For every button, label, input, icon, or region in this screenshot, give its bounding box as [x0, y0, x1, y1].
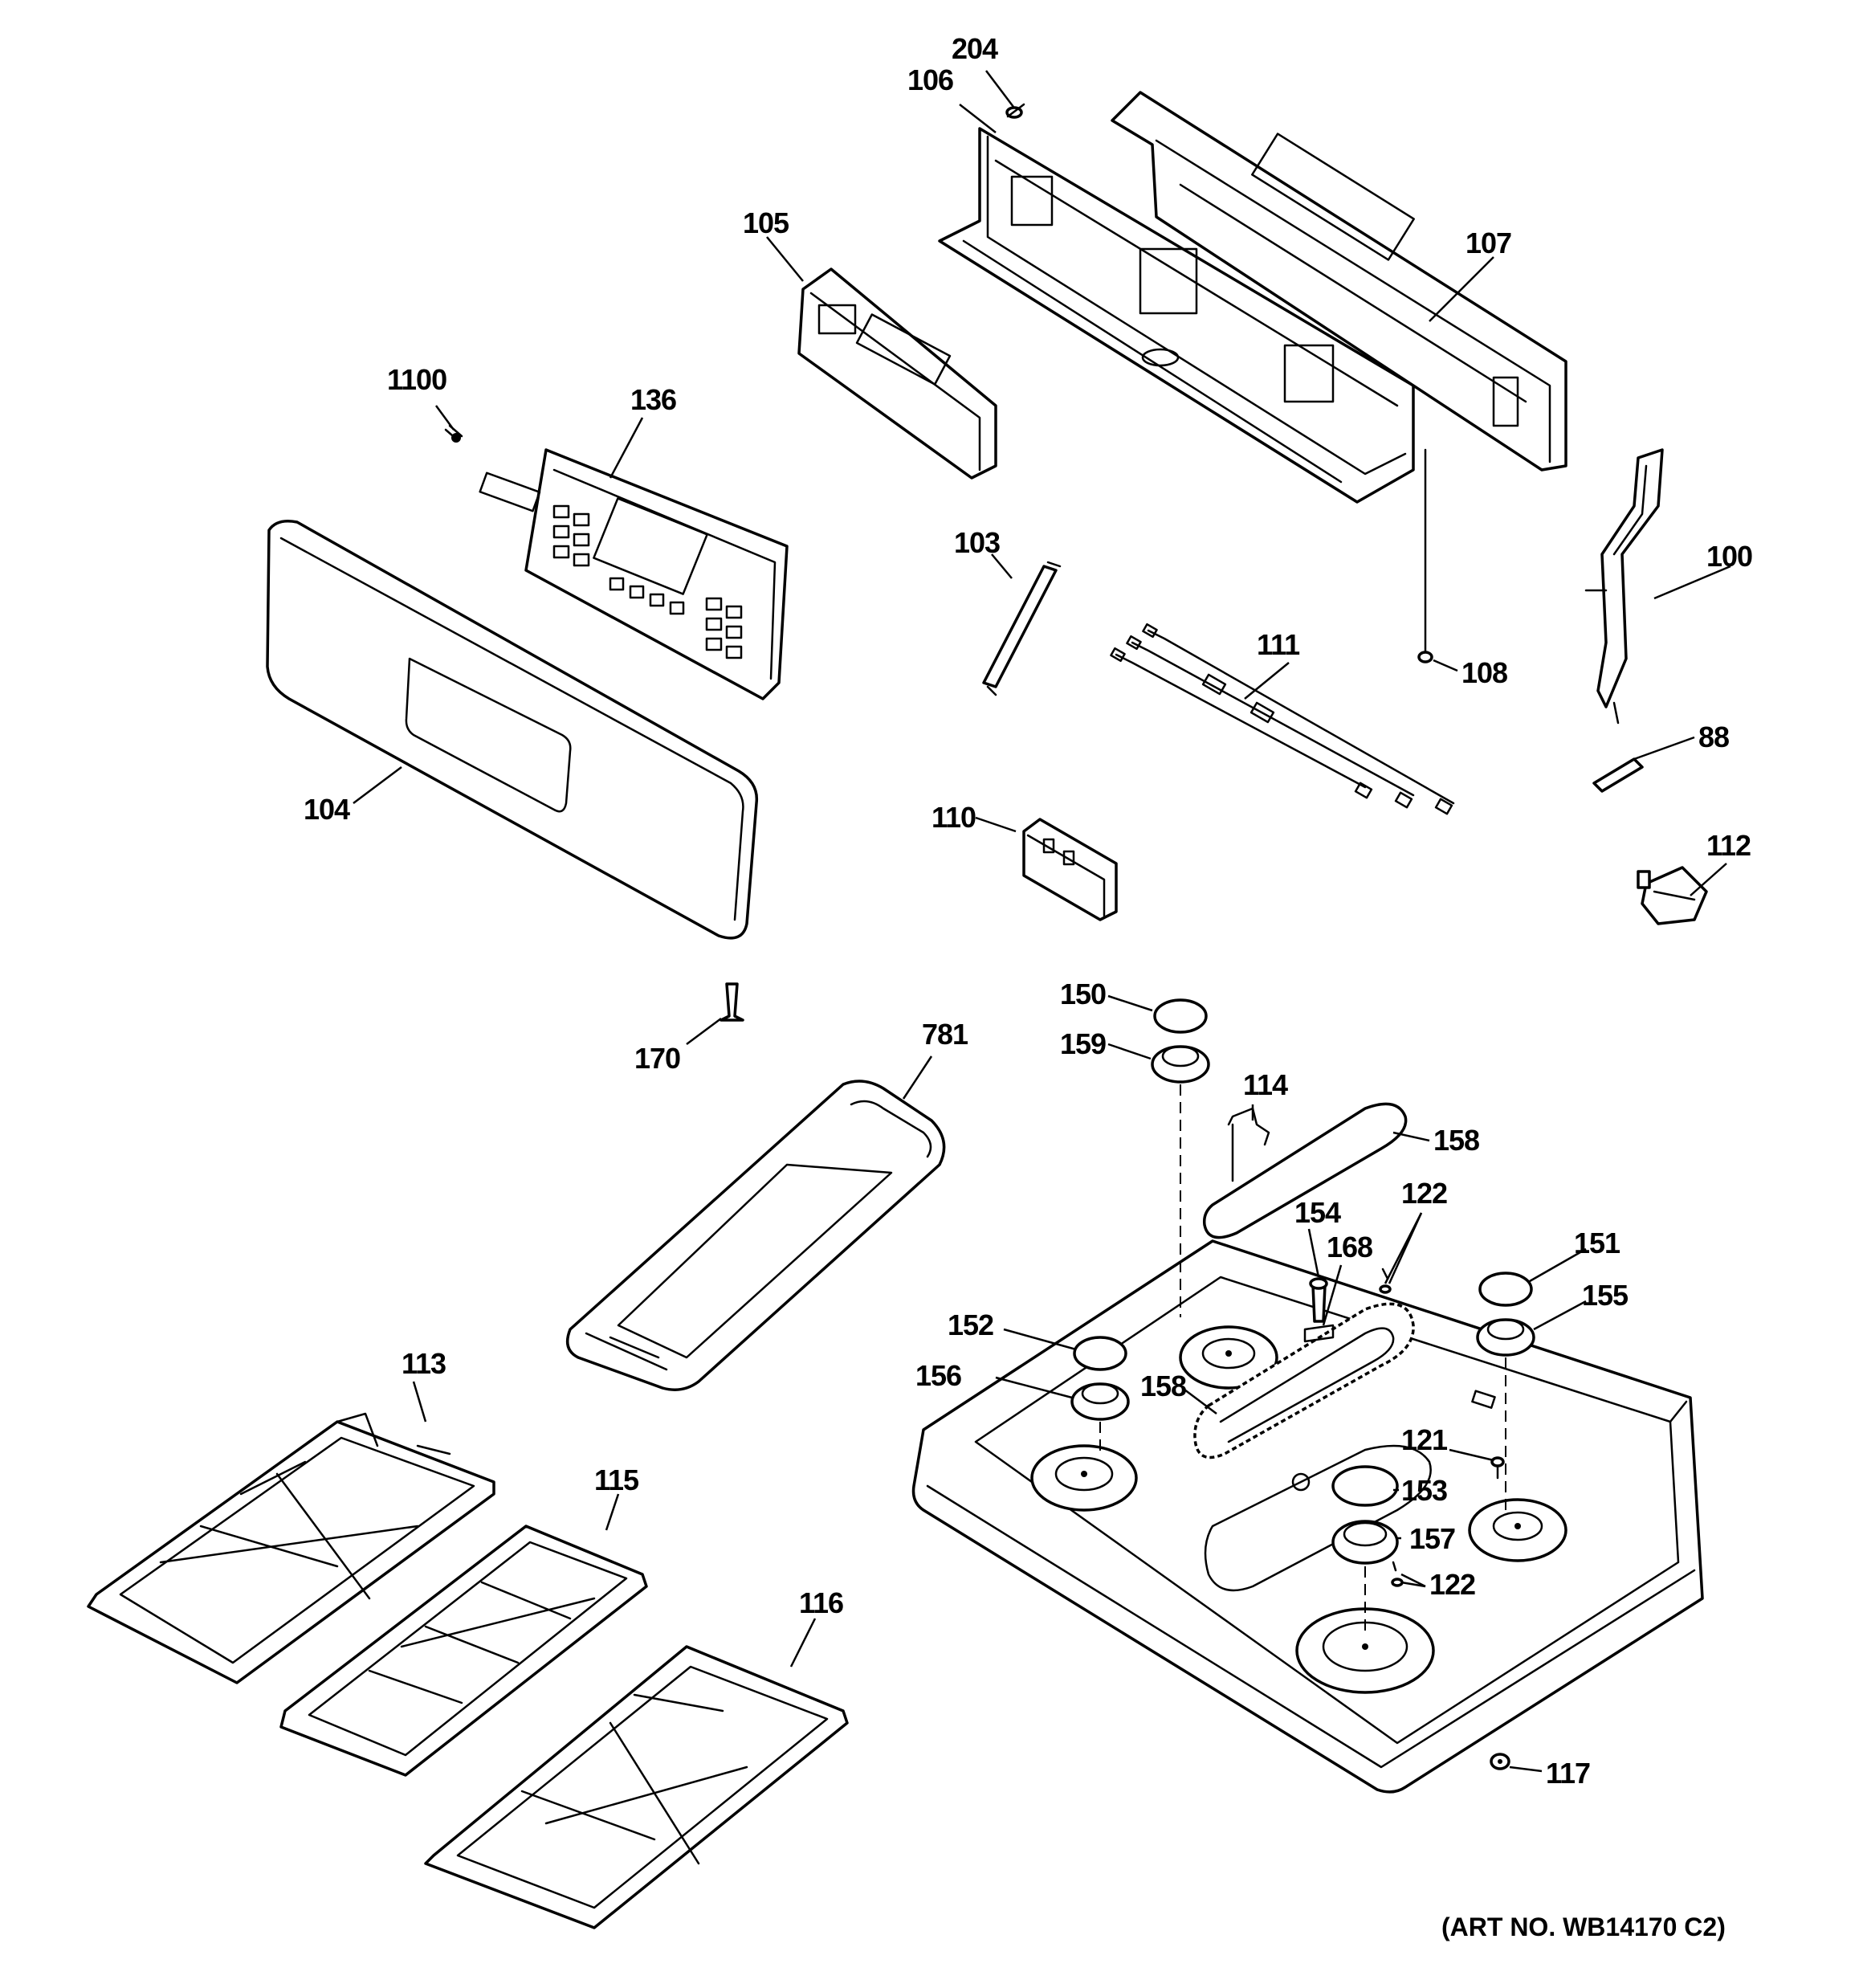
callout-136: 136 [630, 383, 676, 416]
callout-204: 204 [952, 32, 998, 65]
callout-159: 159 [1060, 1027, 1106, 1060]
callout-labels: 204 106 105 107 1100 136 100 103 111 108… [304, 32, 1753, 1941]
part-152-burner-cap [1073, 1336, 1127, 1371]
part-122-screw-upper [1379, 1268, 1392, 1294]
callout-104: 104 [304, 793, 350, 826]
part-150-burner-cap [1153, 998, 1208, 1034]
callout-155: 155 [1582, 1279, 1629, 1312]
callout-107: 107 [1466, 227, 1511, 259]
callout-121: 121 [1401, 1423, 1448, 1456]
part-159-burner-head [1151, 1045, 1210, 1084]
callout-781: 781 [922, 1018, 968, 1051]
part-158-oval-burner [1193, 1302, 1415, 1459]
part-121-screw [1490, 1456, 1505, 1480]
part-116-grate [424, 1645, 849, 1929]
part-156-burner-head [1070, 1382, 1130, 1421]
callout-106: 106 [907, 63, 953, 96]
callout-103: 103 [954, 526, 1000, 559]
part-136-keypad-panel [479, 448, 789, 700]
callout-154: 154 [1294, 1196, 1341, 1229]
part-153-burner-cap [1331, 1465, 1399, 1507]
part-108-screw [1417, 448, 1433, 663]
part-112-gas-valve [1637, 866, 1708, 925]
part-117-nut [1490, 1753, 1510, 1770]
part-111-wire-harness [1110, 623, 1455, 815]
callout-151: 151 [1574, 1227, 1620, 1259]
callout-156: 156 [915, 1359, 961, 1392]
part-cooktop-main-top [911, 1239, 1704, 1794]
part-88-clip [1592, 757, 1644, 793]
part-104-control-panel [266, 520, 759, 940]
callout-153: 153 [1401, 1474, 1447, 1507]
callout-111: 111 [1257, 628, 1300, 661]
callout-122-lower: 122 [1429, 1568, 1475, 1601]
part-151-burner-cap [1478, 1272, 1533, 1307]
center-burner-oval [1204, 1444, 1432, 1592]
part-110-spark-module [1022, 818, 1118, 921]
callout-122-upper: 122 [1401, 1177, 1447, 1210]
callout-100: 100 [1706, 540, 1752, 573]
part-158-cover [1202, 1102, 1408, 1239]
callout-150: 150 [1060, 978, 1106, 1010]
art-number: (ART NO. WB14170 C2) [1441, 1912, 1726, 1941]
part-107-manifold-panel [1111, 91, 1567, 471]
callout-115: 115 [594, 1463, 639, 1496]
callout-88: 88 [1698, 720, 1729, 753]
part-155-burner-head [1476, 1318, 1535, 1357]
part-170-screw [720, 982, 744, 1022]
callout-170: 170 [634, 1042, 680, 1075]
callout-112: 112 [1706, 829, 1751, 862]
callout-157: 157 [1409, 1522, 1455, 1555]
burner-base-rear-left [1179, 1325, 1278, 1390]
callout-168: 168 [1327, 1231, 1372, 1263]
callout-158-upper: 158 [1433, 1124, 1479, 1157]
callout-158-lower: 158 [1140, 1370, 1186, 1402]
part-157-burner-head [1331, 1520, 1399, 1565]
part-114-bracket [1227, 1107, 1270, 1182]
callout-1100: 1100 [387, 363, 446, 396]
leader-lines [353, 70, 1731, 1773]
part-100-side-trim [1584, 448, 1664, 725]
callout-108: 108 [1461, 656, 1507, 689]
part-204-screw [1005, 103, 1025, 119]
callout-152: 152 [948, 1308, 993, 1341]
part-105-control-board [797, 267, 997, 480]
callout-110: 110 [932, 801, 976, 834]
callout-117: 117 [1546, 1757, 1590, 1790]
burner-base-front-left [1030, 1444, 1138, 1512]
part-168-screw [1303, 1324, 1335, 1343]
callout-113: 113 [402, 1347, 446, 1380]
callout-114: 114 [1243, 1068, 1288, 1101]
part-113-grate [87, 1412, 495, 1684]
part-781-griddle [565, 1080, 946, 1391]
part-154-electrode [1309, 1277, 1328, 1323]
callout-105: 105 [743, 206, 789, 239]
part-122-screw-lower [1391, 1561, 1404, 1587]
part-115-grate [279, 1525, 648, 1777]
burner-base-rear-right [1468, 1498, 1567, 1562]
part-103-bracket [982, 561, 1062, 696]
callout-116: 116 [799, 1586, 843, 1619]
